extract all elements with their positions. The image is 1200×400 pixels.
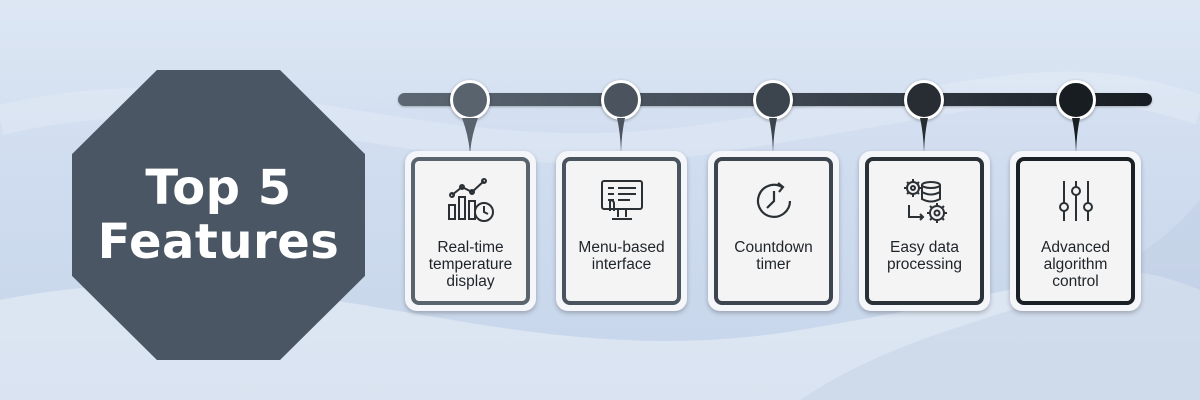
chart-clock-icon (447, 178, 494, 222)
title-line-2: Features (97, 214, 340, 270)
connector-3 (769, 118, 777, 158)
monitor-touch-icon (600, 180, 643, 220)
sliders-icon (1058, 181, 1093, 221)
timeline-node-4 (904, 80, 944, 120)
feature-label-3: Countdown timer (734, 239, 813, 273)
timeline-node-1 (450, 80, 490, 120)
timeline-node-5 (1056, 80, 1096, 120)
feature-label-1: Real-time temperature display (428, 239, 513, 290)
database-gears-icon (903, 179, 947, 223)
feature-card-4: Easy data processing (859, 151, 990, 311)
clock-arrow-icon (756, 182, 791, 218)
connector-2 (617, 118, 625, 158)
timeline-node-3 (753, 80, 793, 120)
feature-card-3: Countdown timer (708, 151, 839, 311)
title-octagon: Top 5 Features (72, 70, 365, 360)
connector-1 (462, 118, 478, 158)
feature-card-2: Menu-based interface (556, 151, 687, 311)
connector-4 (920, 118, 928, 158)
feature-card-5: Advanced algorithm control (1010, 151, 1141, 311)
feature-label-2: Menu-based interface (578, 239, 665, 273)
timeline-node-2 (601, 80, 641, 120)
feature-label-5: Advanced algorithm control (1041, 239, 1110, 290)
feature-label-4: Easy data processing (887, 239, 962, 273)
page-title: Top 5 Features (88, 161, 350, 269)
connector-5 (1072, 118, 1080, 158)
feature-card-1: Real-time temperature display (405, 151, 536, 311)
title-line-1: Top 5 (145, 160, 292, 216)
